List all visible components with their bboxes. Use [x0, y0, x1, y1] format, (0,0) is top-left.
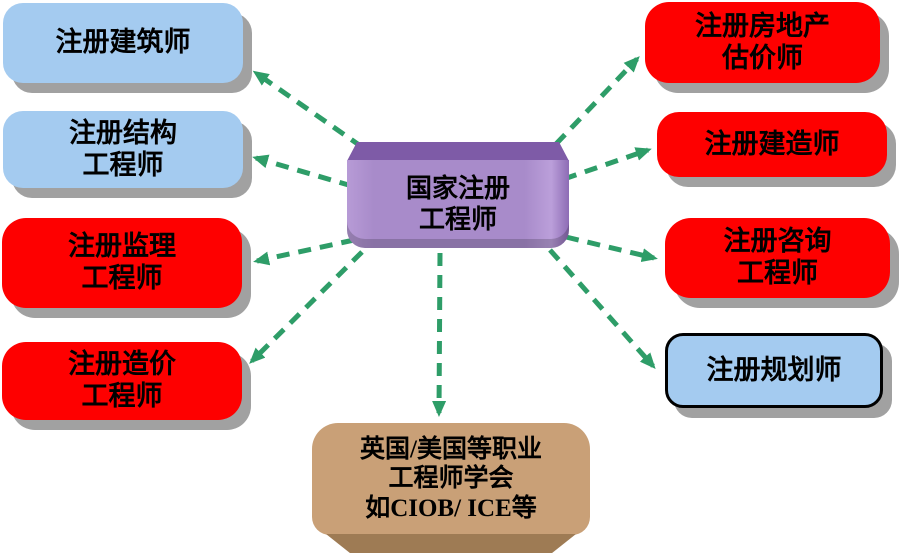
center-node-top-face	[347, 142, 569, 161]
arrow-to-architect	[252, 70, 364, 150]
node-registered-cost-engineer: 注册造价 工程师	[2, 342, 242, 420]
node-registered-consulting-engineer: 注册咨询 工程师	[665, 218, 890, 298]
center-node-national-registered-engineer: 国家注册 工程师	[347, 160, 569, 248]
arrow-to-consulting	[565, 234, 658, 263]
node-registered-constructor: 注册建造师	[657, 112, 887, 177]
arrow-to-structural	[252, 154, 353, 189]
node-registered-architect: 注册建筑师	[3, 3, 243, 83]
node-registered-real-estate-appraiser: 注册房地产 估价师	[645, 2, 880, 83]
arrow-to-cost	[249, 250, 364, 364]
arrow-to-supervision	[253, 237, 355, 266]
arrow-to-constructor	[563, 147, 652, 182]
arrow-to-appraiser	[554, 56, 640, 146]
node-registered-planner: 注册规划师	[665, 333, 883, 408]
arrow-to-foreign	[432, 252, 447, 417]
foreign-node-bottom-face	[325, 534, 577, 553]
node-registered-supervision-engineer: 注册监理 工程师	[2, 218, 242, 308]
node-registered-structural-engineer: 注册结构 工程师	[3, 111, 243, 188]
node-foreign-engineer-societies: 英国/美国等职业 工程师学会 如CIOB/ ICE等	[312, 423, 590, 535]
arrow-to-planner	[548, 248, 656, 369]
